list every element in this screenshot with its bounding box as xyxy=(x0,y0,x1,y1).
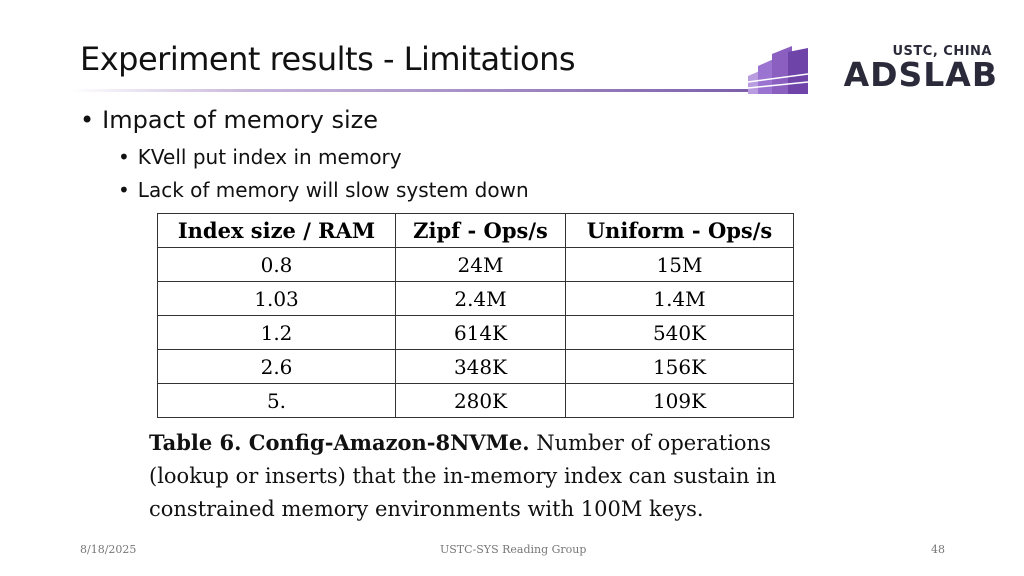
bullet-main: •Impact of memory size xyxy=(80,106,378,134)
bullet-main-text: Impact of memory size xyxy=(102,106,378,134)
table-cell: 5. xyxy=(157,383,396,418)
footer-center: USTC-SYS Reading Group xyxy=(440,543,587,556)
table-cell: 24M xyxy=(395,247,566,282)
bullet-dot: • xyxy=(118,145,130,169)
table-header-cell: Uniform - Ops/s xyxy=(565,213,794,248)
footer-date: 8/18/2025 xyxy=(80,543,137,556)
table-row: 5. 280K 109K xyxy=(157,383,794,418)
table-row: 1.2 614K 540K xyxy=(157,315,794,350)
table-cell: 2.4M xyxy=(395,281,566,316)
table-row: 2.6 348K 156K xyxy=(157,349,794,384)
bullet-sub-1: • KVell put index in memory xyxy=(118,145,402,169)
bullet-sub-1-text: KVell put index in memory xyxy=(137,145,402,169)
table-cell: 0.8 xyxy=(157,247,396,282)
adslab-logo: USTC, CHINA ADSLAB xyxy=(748,44,1012,98)
bullet-dot: • xyxy=(80,106,95,134)
bullet-sub-2: • Lack of memory will slow system down xyxy=(118,178,529,202)
table-header-cell: Zipf - Ops/s xyxy=(395,213,566,248)
bullet-sub-2-text: Lack of memory will slow system down xyxy=(137,178,529,202)
logo-subtitle: USTC, CHINA xyxy=(892,44,992,59)
table-cell: 1.03 xyxy=(157,281,396,316)
table-cell: 109K xyxy=(565,383,794,418)
logo-text: ADSLAB xyxy=(843,55,998,94)
table-cell: 1.2 xyxy=(157,315,396,350)
results-table: Index size / RAM Zipf - Ops/s Uniform - … xyxy=(157,213,794,418)
table-cell: 348K xyxy=(395,349,566,384)
table-cell: 614K xyxy=(395,315,566,350)
table-cell: 156K xyxy=(565,349,794,384)
bullet-dot: • xyxy=(118,178,130,202)
slide-title: Experiment results - Limitations xyxy=(80,40,576,78)
page-number: 48 xyxy=(931,543,945,556)
table-header-cell: Index size / RAM xyxy=(157,213,396,248)
caption-text: Number of operations (lookup or inserts)… xyxy=(149,431,777,521)
table-cell: 15M xyxy=(565,247,794,282)
table-row: 0.8 24M 15M xyxy=(157,247,794,282)
table-cell: 1.4M xyxy=(565,281,794,316)
table-cell: 2.6 xyxy=(157,349,396,384)
table-header-row: Index size / RAM Zipf - Ops/s Uniform - … xyxy=(157,213,794,248)
table-caption: Table 6. Config-Amazon-8NVMe. Number of … xyxy=(149,426,829,526)
building-icon xyxy=(748,46,809,94)
title-underline xyxy=(70,89,770,92)
table-cell: 540K xyxy=(565,315,794,350)
caption-label: Table 6. Config-Amazon-8NVMe. xyxy=(149,430,530,455)
table-row: 1.03 2.4M 1.4M xyxy=(157,281,794,316)
table-cell: 280K xyxy=(395,383,566,418)
